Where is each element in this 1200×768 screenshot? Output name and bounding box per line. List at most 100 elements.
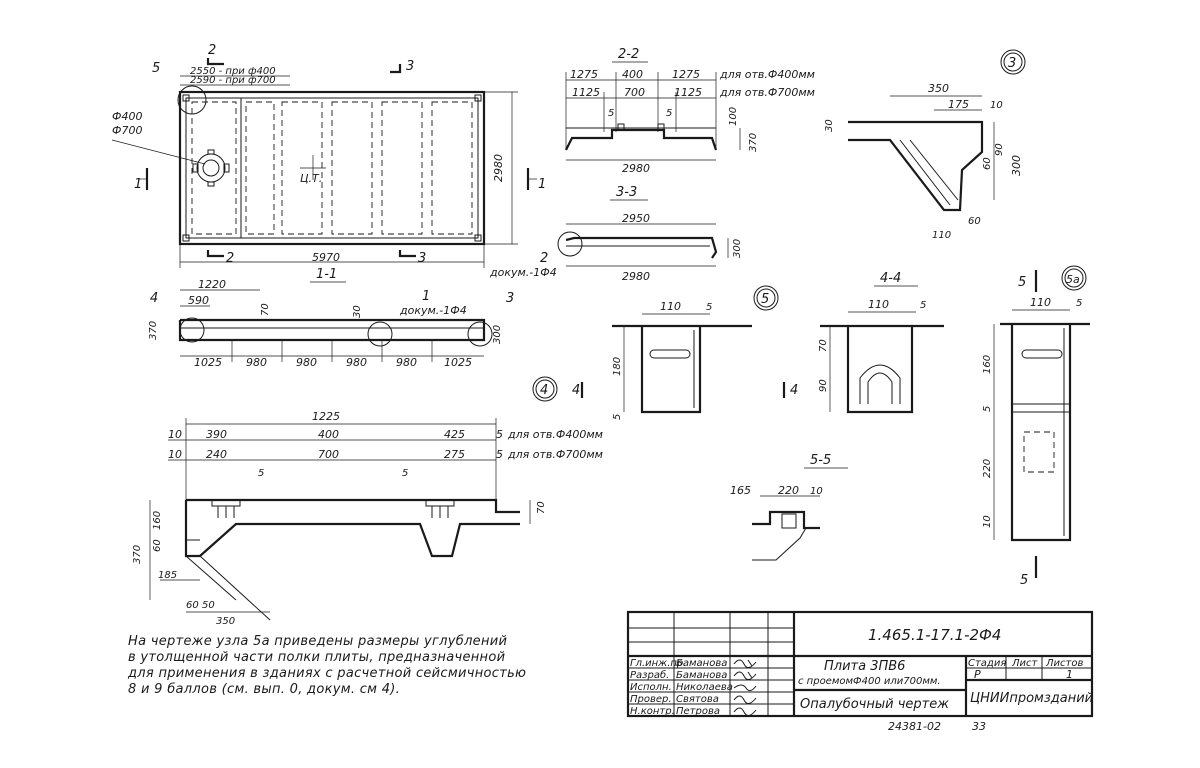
doc-code: 1.465.1-17.1-2Ф4 xyxy=(868,626,1001,644)
section-2-2: 2-2 1275 400 1275 для отв.Ф400мм 1125 70… xyxy=(565,47,815,175)
title-block: 1.465.1-17.1-2Ф4 Гл.инж.пр. Разраб. Испо… xyxy=(626,610,1094,733)
node-4-circle-inner xyxy=(535,379,555,399)
dim-bay-1: 1025 xyxy=(194,356,222,369)
dim-bay-3: 980 xyxy=(296,356,317,369)
dim-300-s33: 300 xyxy=(732,239,743,258)
section-1-1-title: 1-1 xyxy=(316,267,337,282)
dim-r2c: 700 xyxy=(318,448,339,461)
signature-4 xyxy=(733,695,757,704)
dim-2980-s33: 2980 xyxy=(622,270,650,283)
product-title: Плита 3ПВ6 xyxy=(824,659,905,674)
organization: ЦНИИпромзданий xyxy=(970,691,1093,706)
node-5-circle xyxy=(753,285,779,311)
name-3: Николаева xyxy=(676,682,733,693)
dim-r2a: 10 xyxy=(168,448,182,461)
section-5-5-profile xyxy=(752,510,820,530)
leader-3: 3 xyxy=(506,291,514,306)
dim-r2e: 5 xyxy=(496,448,503,461)
dim-700: 700 xyxy=(624,86,645,99)
role-2: Разраб. xyxy=(630,669,669,681)
dim-30-s11: 30 xyxy=(352,305,363,318)
node-1-callout xyxy=(367,321,393,347)
dim-30-n3: 30 xyxy=(824,119,835,132)
node-4-hatch xyxy=(199,555,271,621)
row-b-text: для отв.Ф700мм xyxy=(719,86,815,99)
section-4-label-left: 4 xyxy=(572,383,580,398)
dim-300-s11: 300 xyxy=(492,325,503,344)
dim-160-n4: 160 xyxy=(152,511,163,530)
node-5-leader-label: 5 xyxy=(152,61,160,76)
section-4-4-box xyxy=(846,326,914,414)
dim-2590: 2590 - при ф700 xyxy=(190,75,276,86)
note-line: На чертеже узла 5а приведены размеры угл… xyxy=(128,634,508,649)
sheets-value: 1 xyxy=(1066,668,1073,681)
section-3-label-top: 3 xyxy=(406,59,414,74)
role-5: Н.контр. xyxy=(630,706,675,717)
inventory-number: 24381-02 xyxy=(888,720,941,733)
dim-5a-n4: 5 xyxy=(258,468,264,479)
node-5a-slot xyxy=(1021,349,1063,359)
node-5: 5 110 5 180 5 4 4 xyxy=(572,285,798,420)
signature-2 xyxy=(733,671,757,680)
section-3-3-title: 3-3 xyxy=(616,185,637,200)
node-3-profile xyxy=(848,120,984,212)
dim-60-n3: 60 xyxy=(982,157,993,170)
node-4-callout xyxy=(179,317,205,343)
leader-2: 2 xyxy=(540,251,548,266)
node-4-left xyxy=(184,500,272,558)
node-3-callout xyxy=(467,321,493,347)
dim-160-n5a: 160 xyxy=(982,355,993,374)
dim-70-n4: 70 xyxy=(536,501,547,514)
dim-370: 370 xyxy=(748,133,759,152)
plate xyxy=(657,123,665,131)
corner-plate xyxy=(474,234,482,242)
node-5a: 5а 5 5 110 5 160 5 220 10 xyxy=(982,265,1090,588)
dim-r1a: 10 xyxy=(168,428,182,441)
corner-plate xyxy=(182,94,190,102)
dim-110-n5: 110 xyxy=(660,300,681,313)
node-5-callout-circle xyxy=(177,85,207,115)
dim-70-s11: 70 xyxy=(260,303,271,316)
dim-r1c: 400 xyxy=(318,428,339,441)
section-4-4-arch-inner xyxy=(867,372,893,404)
dim-50-n4: 50 xyxy=(202,600,215,611)
node-5-circle-inner xyxy=(756,288,776,308)
dim-100: 100 xyxy=(728,107,739,126)
dim-5-n5a: 5 xyxy=(1076,298,1082,309)
node-5a-circle-inner xyxy=(1064,268,1084,288)
section-5-label-top: 5 xyxy=(1018,275,1026,290)
dokum-2: докум.-1Ф4 xyxy=(489,266,557,279)
dim-1275a: 1275 xyxy=(570,68,598,81)
opening-outer-circle xyxy=(196,153,226,183)
leader-1: 1 xyxy=(422,289,430,304)
dim-185-n4: 185 xyxy=(158,570,177,581)
dim-r2d: 275 xyxy=(444,448,465,461)
plan-view: 2 3 5 2550 - при ф400 2590 - при ф700 Ф4… xyxy=(111,43,546,268)
dim-2550: 2550 - при ф400 xyxy=(190,66,276,77)
section-3-3: 3-3 2950 2980 300 2 докум.-1Ф4 xyxy=(489,185,743,283)
section-2-label-top: 2 xyxy=(208,43,216,58)
node-3-hatch xyxy=(909,139,959,201)
dim-r1b: 390 xyxy=(206,428,227,441)
section-5-5-title: 5-5 xyxy=(810,453,831,468)
section-4-4-arch-outer xyxy=(859,364,901,404)
dim-110-n5a: 110 xyxy=(1030,296,1051,309)
section-2-mark-top xyxy=(206,58,224,66)
product-subtitle: с проемомФ400 или700мм. xyxy=(798,676,941,687)
dim-2980-s22: 2980 xyxy=(622,162,650,175)
node-4-top xyxy=(186,498,520,514)
dim-r1d: 425 xyxy=(444,428,465,441)
section-2-2-title: 2-2 xyxy=(618,47,639,62)
dim-370-s11: 370 xyxy=(148,321,159,340)
dim-1275b: 1275 xyxy=(672,68,700,81)
sheets-header: Листов xyxy=(1045,658,1083,669)
role-3: Исполн. xyxy=(630,682,672,693)
node-3-circle xyxy=(1000,49,1026,75)
section-4-4-title: 4-4 xyxy=(880,271,901,286)
stage-value: Р xyxy=(974,668,981,681)
plan-cell xyxy=(331,101,373,235)
node-5a-box xyxy=(1010,324,1072,542)
dim-5-n5: 5 xyxy=(706,302,712,313)
dim-370-n4: 370 xyxy=(132,545,143,564)
dim-90-s44: 90 xyxy=(818,379,829,392)
